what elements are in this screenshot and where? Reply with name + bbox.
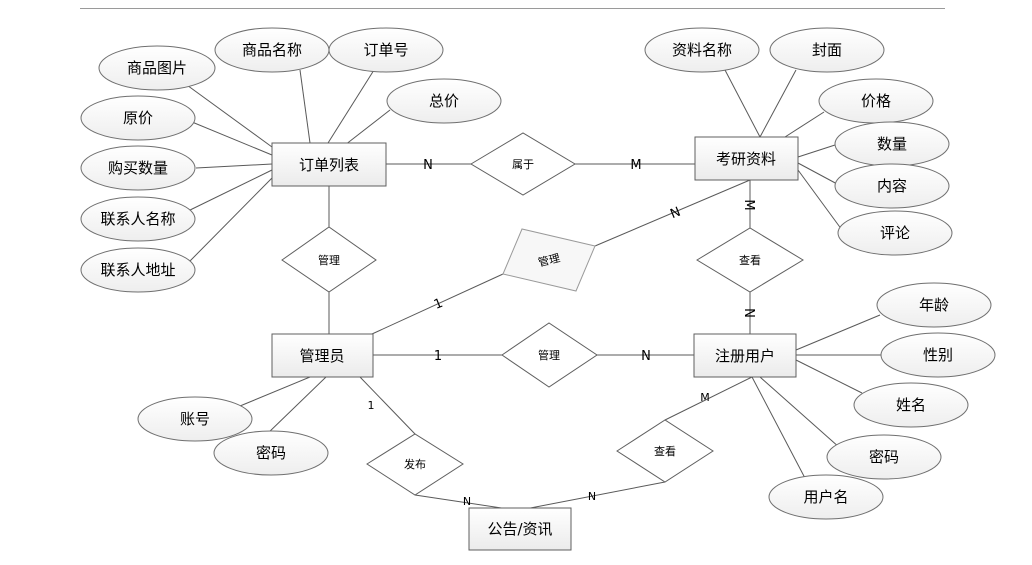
relationship-manage-user: 管理	[501, 322, 598, 388]
attribute-comment: 评论	[837, 210, 953, 256]
attribute-account: 账号	[137, 396, 253, 442]
card-user-view-notice: M	[700, 391, 710, 404]
attribute-age: 年龄	[876, 282, 992, 328]
attribute-admin-password: 密码	[213, 430, 329, 476]
attribute-contact-name: 联系人名称	[80, 196, 196, 242]
attribute-full-name: 姓名	[853, 382, 969, 428]
attribute-label: 联系人名称	[100, 210, 175, 228]
entity-label: 订单列表	[299, 156, 359, 174]
relationship-label: 发布	[404, 457, 426, 471]
relationship-label: 管理	[538, 348, 560, 362]
attribute-product-name: 商品名称	[214, 27, 330, 73]
card-material-admin: N	[668, 205, 683, 223]
card-notice-publish: N	[463, 495, 471, 508]
attribute-contact-address: 联系人地址	[80, 247, 196, 293]
attribute-label: 账号	[180, 410, 210, 428]
attribute-cover: 封面	[769, 27, 885, 73]
attribute-label: 购买数量	[108, 159, 168, 177]
attribute-label: 年龄	[919, 296, 949, 314]
attribute-gender: 性别	[880, 332, 996, 378]
attribute-label: 原价	[123, 109, 153, 127]
card-admin-user: 1	[434, 349, 442, 364]
entity-label: 管理员	[299, 347, 344, 365]
attribute-label: 封面	[812, 41, 842, 59]
card-order-belongs: N	[423, 158, 433, 173]
entity-order-list: 订单列表	[271, 142, 387, 187]
card-user-view: N	[741, 308, 756, 318]
entity-admin: 管理员	[271, 333, 374, 378]
card-material-belongs: M	[630, 158, 641, 173]
card-admin-material: 1	[432, 296, 445, 313]
card-material-view: M	[741, 199, 756, 210]
attribute-label: 密码	[869, 448, 899, 466]
relationship-label: 管理	[537, 251, 562, 270]
attribute-label: 内容	[877, 177, 907, 195]
relationship-view-material: 查看	[696, 227, 804, 293]
attribute-material-name: 资料名称	[644, 27, 760, 73]
attribute-user-password: 密码	[826, 434, 942, 480]
entity-label: 公告/资讯	[487, 520, 552, 538]
attribute-price: 价格	[818, 78, 934, 124]
entity-notice: 公告/资讯	[468, 507, 572, 551]
attribute-label: 商品名称	[242, 41, 302, 59]
relationship-label: 属于	[512, 158, 534, 171]
attribute-label: 商品图片	[127, 59, 187, 77]
attribute-quantity: 数量	[834, 121, 950, 167]
entity-label: 考研资料	[716, 150, 776, 168]
relationship-manage-material: 管理	[502, 228, 596, 292]
attribute-purchase-qty: 购买数量	[80, 145, 196, 191]
attribute-total-price: 总价	[386, 78, 502, 124]
entity-label: 注册用户	[715, 347, 775, 365]
attribute-label: 订单号	[363, 41, 408, 59]
entity-exam-material: 考研资料	[694, 136, 799, 181]
attribute-label: 密码	[256, 444, 286, 462]
attribute-product-image: 商品图片	[98, 45, 216, 91]
relationship-label: 查看	[654, 444, 676, 458]
relationship-view-notice: 查看	[616, 419, 714, 483]
card-notice-view: N	[588, 490, 596, 503]
attribute-label: 性别	[923, 346, 953, 364]
attribute-content: 内容	[834, 163, 950, 209]
relationship-belongs-to: 属于	[470, 132, 576, 196]
attribute-label: 用户名	[803, 488, 848, 506]
relationship-publish: 发布	[366, 433, 464, 496]
attribute-label: 姓名	[896, 396, 926, 414]
relationship-label: 查看	[739, 253, 761, 267]
entity-registered-user: 注册用户	[693, 333, 797, 378]
card-admin-publish: 1	[368, 399, 375, 412]
attribute-label: 联系人地址	[100, 261, 175, 279]
card-user-admin: N	[641, 349, 651, 364]
attribute-label: 数量	[877, 135, 907, 153]
attribute-label: 评论	[880, 224, 910, 242]
attribute-label: 资料名称	[672, 41, 732, 59]
relationship-manage-order: 管理	[281, 226, 377, 293]
attribute-order-no: 订单号	[328, 27, 444, 73]
attribute-original-price: 原价	[80, 95, 196, 141]
attribute-label: 价格	[861, 92, 891, 110]
relationship-label: 管理	[318, 253, 340, 267]
attribute-username: 用户名	[768, 474, 884, 520]
attribute-label: 总价	[429, 92, 459, 110]
